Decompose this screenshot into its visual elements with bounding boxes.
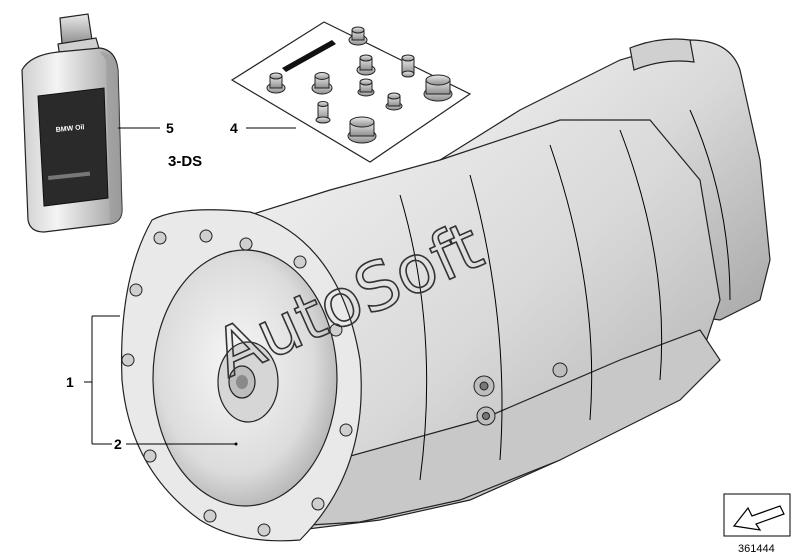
variant-code: 3-DS [168, 153, 202, 170]
callout-1[interactable]: 1 [66, 374, 74, 390]
oil-bottle-icon[interactable]: BMW Oil [21, 13, 123, 233]
callout-bracket [84, 315, 238, 446]
transmission-icon[interactable] [121, 38, 771, 542]
callout-4[interactable]: 4 [230, 120, 238, 136]
callout-2[interactable]: 2 [114, 436, 122, 452]
callout-5[interactable]: 5 [166, 120, 174, 136]
bottle-label: BMW Oil [55, 124, 84, 134]
seal-kit-icon[interactable] [230, 21, 472, 163]
document-number: 361444 [738, 543, 775, 555]
view-arrow-icon [723, 493, 791, 537]
